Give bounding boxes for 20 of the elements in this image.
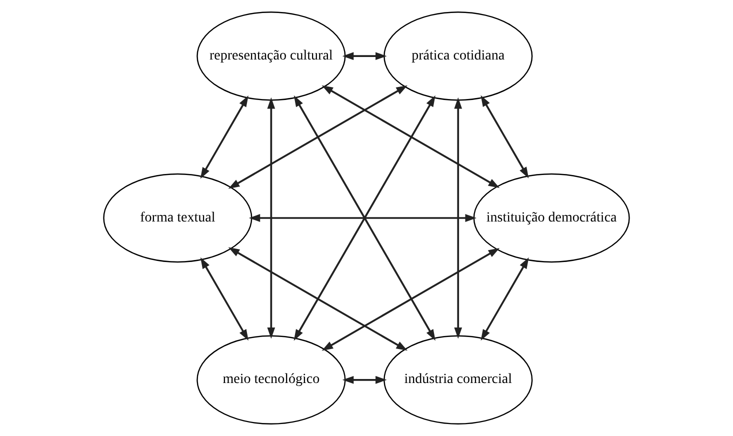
arrow bbox=[342, 376, 387, 384]
arrow bbox=[480, 95, 529, 178]
arrow bbox=[228, 85, 408, 189]
arrow bbox=[294, 95, 436, 341]
arrow bbox=[322, 85, 500, 188]
arrow bbox=[228, 247, 408, 351]
arrow bbox=[200, 257, 248, 341]
arrow bbox=[480, 257, 529, 341]
arrow bbox=[342, 52, 387, 60]
node-ellipse: forma textual bbox=[103, 173, 252, 263]
arrow bbox=[267, 97, 276, 339]
node-ellipse: indústria comercial bbox=[384, 335, 533, 424]
node-ellipse: representação cultural bbox=[196, 12, 346, 101]
arrow bbox=[200, 95, 248, 179]
arrow bbox=[322, 248, 500, 351]
node-ellipse: instituição democrática bbox=[473, 173, 630, 263]
node-ellipse: prática cotidiana bbox=[384, 12, 533, 101]
node-ellipse: meio tecnológico bbox=[196, 335, 346, 424]
arrow bbox=[454, 97, 462, 339]
arrow bbox=[248, 214, 476, 222]
